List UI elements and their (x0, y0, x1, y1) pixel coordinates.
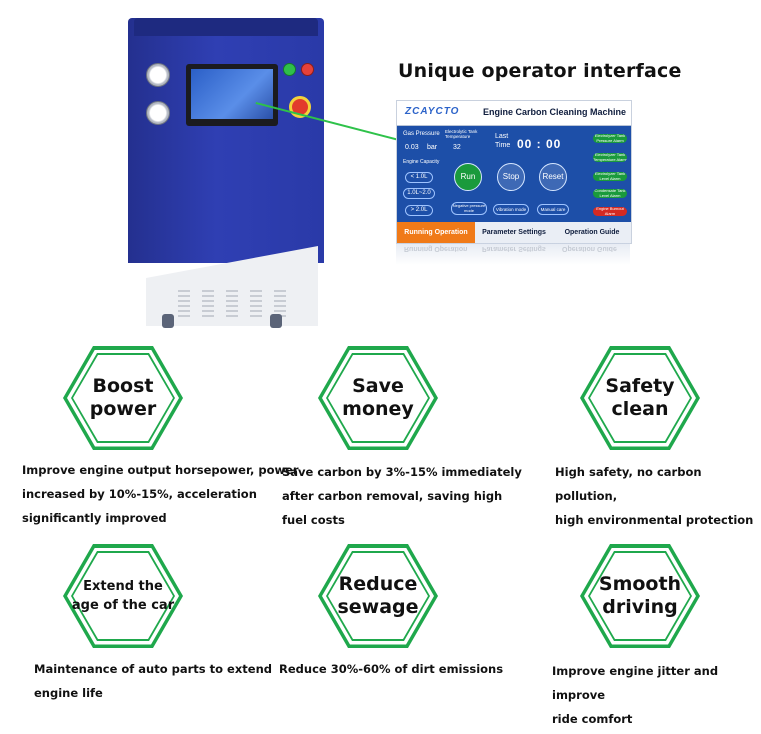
stop-button[interactable]: Stop (497, 163, 525, 191)
temperature-gauge-icon (146, 101, 170, 125)
feature-hexagon: Save money (318, 346, 438, 450)
gas-pressure-value: 0.03 (405, 144, 419, 151)
machine-lid (134, 18, 318, 36)
run-button[interactable]: Run (454, 163, 482, 191)
feature-hexagon: Smooth driving (580, 544, 700, 648)
reset-button[interactable]: Reset (539, 163, 567, 191)
alarm-engine-burnout: Engine Burnout Alarm (593, 207, 627, 216)
pressure-gauge-icon (146, 63, 170, 87)
feature-hexagon: Safety clean (580, 346, 700, 450)
red-button-icon (301, 63, 314, 76)
alarm-tank-pressure: Electrolyzer Tank Pressure Alarm (593, 134, 627, 143)
feature-title: Save money (342, 375, 414, 420)
alarm-tank-temperature: Electrolyzer Tank Temperature Alarm (593, 153, 627, 162)
engine-capacity-label: Engine Capacity (403, 159, 440, 165)
feature-hexagon: Reduce sewage (318, 544, 438, 648)
reflection-tab-parameter: Parameter Settings (482, 245, 546, 252)
panel-header: ZCAYCTO Engine Carbon Cleaning Machine (397, 101, 631, 126)
alarm-tank-level: Electrolyzer Tank Level Alarm (593, 172, 627, 181)
feature-title: Safety clean (605, 375, 675, 420)
panel-tabs: Running Operation Parameter Settings Ope… (397, 222, 631, 243)
feature-hexagon: Boost power (63, 346, 183, 450)
panel-title: Engine Carbon Cleaning Machine (483, 107, 627, 117)
feature-title: Smooth driving (598, 573, 682, 618)
interface-heading: Unique operator interface (398, 60, 682, 82)
negative-pressure-mode-button[interactable]: Negative pressure mode (451, 202, 487, 215)
gas-pressure-unit: bar (427, 144, 438, 151)
feature-hexagon: Extend the age of the car (63, 544, 183, 648)
wheel-icon (162, 314, 174, 328)
reflection-tab-guide: Operation Guide (562, 245, 617, 252)
tab-running-operation[interactable]: Running Operation (397, 222, 475, 243)
capacity-option-large[interactable]: > 2.0L (405, 205, 433, 216)
manual-care-button[interactable]: Manual care (537, 204, 569, 215)
wheel-icon (270, 314, 282, 328)
operator-panel: ZCAYCTO Engine Carbon Cleaning Machine G… (396, 100, 632, 244)
timer-display: 00 : 00 (517, 137, 562, 151)
feature-title: Boost power (89, 375, 157, 420)
panel-reflection: Running Operation Parameter Settings Ope… (396, 243, 630, 265)
tab-operation-guide[interactable]: Operation Guide (564, 229, 620, 236)
alarm-condensate-level: Condensate Tank Level Alarm (593, 189, 627, 198)
reflection-tab-running: Running Operation (404, 245, 468, 252)
tab-parameter-settings[interactable]: Parameter Settings (482, 229, 546, 236)
vents (178, 290, 308, 320)
capacity-option-small[interactable]: < 1.0L (405, 172, 433, 183)
brand-logo: ZCAYCTO (405, 106, 460, 117)
feature-description: High safety, no carbon pollution,high en… (555, 465, 754, 527)
machine-cabinet (128, 18, 324, 263)
vibration-mode-button[interactable]: Vibration mode (493, 204, 529, 215)
tank-temp-value: 32 (453, 144, 461, 151)
green-button-icon (283, 63, 296, 76)
feature-title: Reduce sewage (337, 573, 419, 618)
gas-pressure-label: Gas Pressure (403, 131, 440, 137)
feature-description: Reduce 30%-60% of dirt emissions (279, 662, 504, 676)
capacity-option-medium[interactable]: 1.0L~2.0 (403, 188, 435, 199)
machine-illustration (120, 18, 340, 333)
feature-title: Extend the age of the car (71, 579, 175, 613)
last-time-label: Last Time (495, 133, 511, 149)
machine-screen (186, 64, 278, 126)
tank-temp-label: Electrolytic Tank Temperature (445, 129, 478, 139)
